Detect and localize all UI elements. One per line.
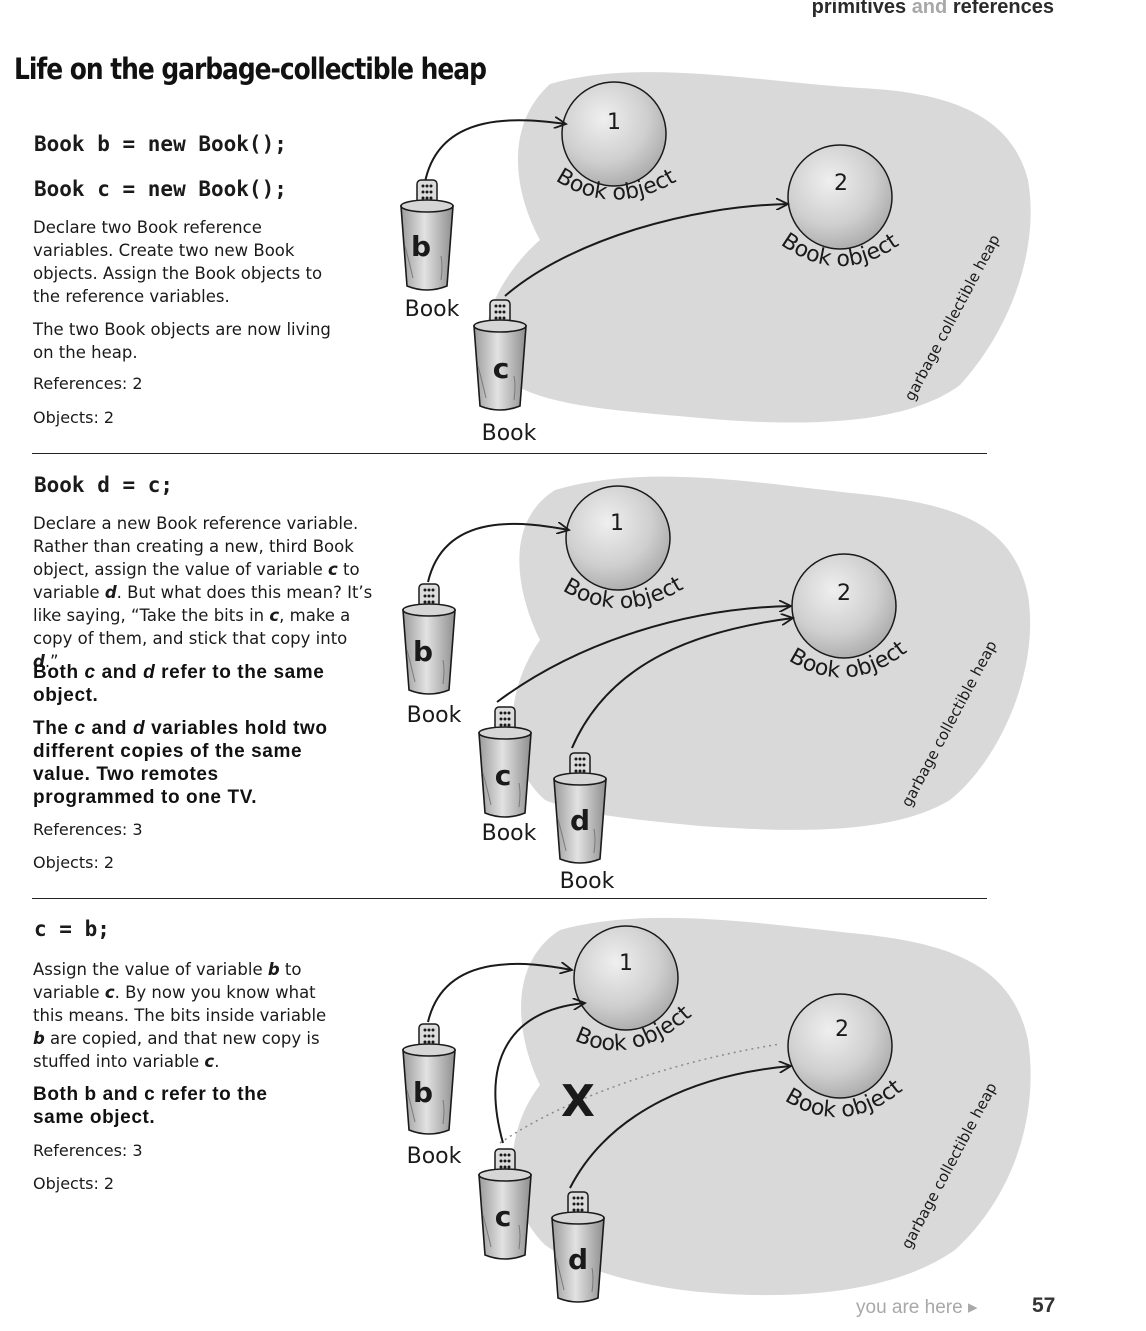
variable-type-label: Book bbox=[482, 421, 537, 446]
reference-arrow bbox=[496, 606, 791, 703]
object-number: 2 bbox=[837, 581, 851, 606]
explanation-paragraph: Declare two Book reference variables. Cr… bbox=[33, 218, 323, 306]
variable-type-label: Book bbox=[407, 1144, 462, 1169]
book-object-ball bbox=[565, 485, 671, 591]
book-object-ball bbox=[787, 993, 893, 1099]
old-reference-dotted bbox=[499, 1043, 781, 1144]
book-object-ball bbox=[573, 925, 679, 1031]
variable-name-b: b bbox=[411, 230, 431, 263]
code-book-c: Book c = new Book(); bbox=[34, 177, 287, 201]
variable-name-d: d bbox=[570, 804, 590, 837]
objects-count: Objects: 2 bbox=[33, 853, 115, 872]
references-count: References: 3 bbox=[33, 820, 143, 839]
you-are-here-link[interactable]: you are here ▸ bbox=[856, 1297, 978, 1318]
object-number: 2 bbox=[835, 1017, 849, 1042]
bold-callout-two-copies: The c and d variables hold two different… bbox=[33, 718, 328, 808]
variable-type-label: Book bbox=[407, 703, 462, 728]
reference-arrow bbox=[424, 120, 566, 183]
header-references: references bbox=[952, 0, 1054, 18]
section-divider bbox=[32, 898, 987, 899]
variable-name-d: d bbox=[568, 1243, 588, 1276]
variable-name-b: b bbox=[413, 635, 433, 668]
code-c-equals-b: c = b; bbox=[34, 917, 110, 941]
object-number: 1 bbox=[610, 511, 624, 536]
section-divider bbox=[32, 453, 987, 454]
cross-mark: X bbox=[561, 1076, 595, 1127]
book-object-ball bbox=[787, 144, 893, 250]
diagram-2: 1 2 Book object Book object garbage coll… bbox=[402, 476, 1031, 894]
objects-count: Objects: 2 bbox=[33, 1174, 115, 1193]
code-book-d: Book d = c; bbox=[34, 473, 174, 497]
reference-arrow bbox=[569, 1066, 791, 1189]
diagram-1: 1 2 Book object Book object garbage coll… bbox=[400, 72, 1031, 446]
objects-count: Objects: 2 bbox=[33, 408, 115, 427]
header-primitives: primitives bbox=[811, 0, 907, 18]
variable-type-label: Book bbox=[560, 869, 615, 894]
variable-type-label: Book bbox=[405, 297, 460, 322]
reference-arrow bbox=[494, 1003, 585, 1144]
object-number: 1 bbox=[619, 951, 633, 976]
reference-arrow bbox=[427, 964, 572, 1023]
variable-name-c: c bbox=[493, 352, 510, 385]
bold-callout-b-and-c: Both b and c refer to the same object. bbox=[33, 1084, 268, 1128]
variable-name-c: c bbox=[495, 1200, 512, 1233]
references-count: References: 3 bbox=[33, 1141, 143, 1160]
object-number: 1 bbox=[607, 110, 621, 135]
references-count: References: 2 bbox=[33, 374, 143, 393]
explanation-paragraph: Assign the value of variable b to variab… bbox=[33, 960, 327, 1071]
bold-callout-same-object: Both c and d refer to the same object. bbox=[33, 662, 325, 706]
variable-name-b: b bbox=[413, 1076, 433, 1109]
code-book-b: Book b = new Book(); bbox=[34, 132, 287, 156]
variable-name-c: c bbox=[495, 759, 512, 792]
heap-note-paragraph: The two Book objects are now living on t… bbox=[33, 320, 331, 362]
page-number: 57 bbox=[1032, 1294, 1056, 1317]
reference-arrow bbox=[571, 618, 793, 749]
diagram-3: 1 2 Book object Book object garbage coll… bbox=[402, 917, 1031, 1303]
explanation-paragraph: Declare a new Book reference variable. R… bbox=[33, 514, 373, 671]
header-and: and bbox=[911, 0, 948, 18]
book-object-ball bbox=[791, 553, 897, 659]
running-header: primitives and references bbox=[812, 0, 1054, 19]
reference-arrow bbox=[504, 204, 788, 297]
page-title: Life on the garbage-collectible heap bbox=[14, 52, 487, 86]
object-number: 2 bbox=[834, 171, 848, 196]
book-object-ball bbox=[561, 81, 667, 187]
variable-type-label: Book bbox=[482, 821, 537, 846]
reference-arrow bbox=[427, 524, 569, 583]
